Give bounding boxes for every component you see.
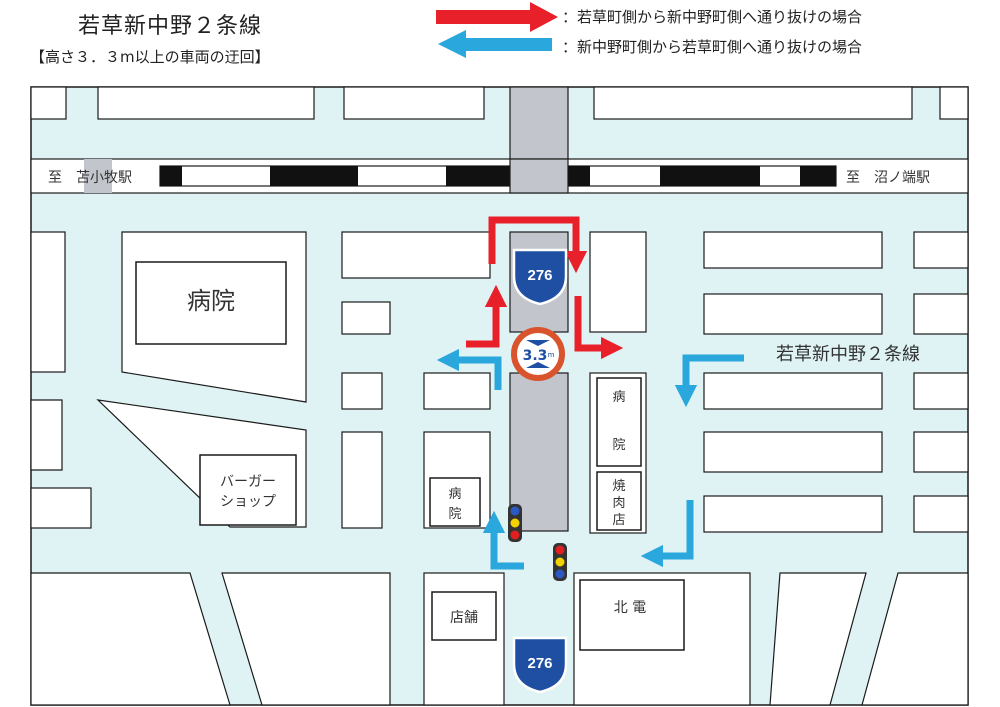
station-right-label: 至 沼ノ端駅 [846, 170, 930, 186]
legend-blue-text: ：新中野町側から若草町側へ通り抜けの場合 [562, 38, 863, 56]
hospital-small-label-1: 病 [448, 487, 461, 502]
station-left-label: 至 苫小牧駅 [48, 169, 132, 186]
hospital-right-building [596, 377, 642, 467]
route-number-lower: 276 [527, 655, 552, 672]
hospital-large-label: 病院 [187, 287, 235, 315]
underpass [509, 86, 569, 532]
hospital-small-label-2: 院 [448, 507, 461, 522]
yakiniku-building [596, 471, 642, 531]
route-number-upper: 276 [527, 267, 552, 284]
hospital-small-building [429, 477, 481, 527]
yakiniku-label-3: 店 [612, 513, 625, 528]
page-title: 若草新中野２条線 [78, 14, 263, 39]
hokuden-building [579, 579, 685, 651]
hospital-large-building [135, 261, 287, 345]
store-label: 店舗 [450, 610, 478, 626]
legend-red-text: ：若草町側から新中野町側へ通り抜けの場合 [562, 8, 863, 26]
height-limit-value: 3.3 [523, 348, 548, 364]
height-limit-unit: m [548, 351, 555, 359]
legend-red-arrow [436, 2, 558, 32]
page-subtitle: 【高さ３．３m以上の車両の迂回】 [30, 48, 270, 66]
route-shield-lower: 276 [512, 636, 568, 694]
traffic-light-right [553, 543, 567, 581]
blue-detour-route [436, 348, 744, 570]
street-label: 若草新中野２条線 [776, 344, 920, 365]
yakiniku-label-2: 肉 [612, 496, 625, 511]
store-building [431, 591, 497, 641]
yakiniku-label-1: 焼 [612, 479, 625, 494]
burger-label-line1: バーガー [220, 474, 276, 490]
height-limit-sign: 3.3 m [511, 327, 565, 381]
railway [30, 158, 969, 194]
red-detour-route [466, 216, 624, 360]
route-shield-upper: 276 [512, 248, 568, 306]
burger-shop-building [199, 454, 297, 526]
hospital-right-label-2: 院 [612, 438, 625, 453]
traffic-light-left [508, 504, 522, 542]
hospital-right-label-1: 病 [612, 390, 625, 405]
hokuden-label: 北 電 [614, 600, 646, 616]
burger-label-line2: ショップ [220, 494, 276, 510]
legend-blue-arrow [438, 30, 552, 58]
